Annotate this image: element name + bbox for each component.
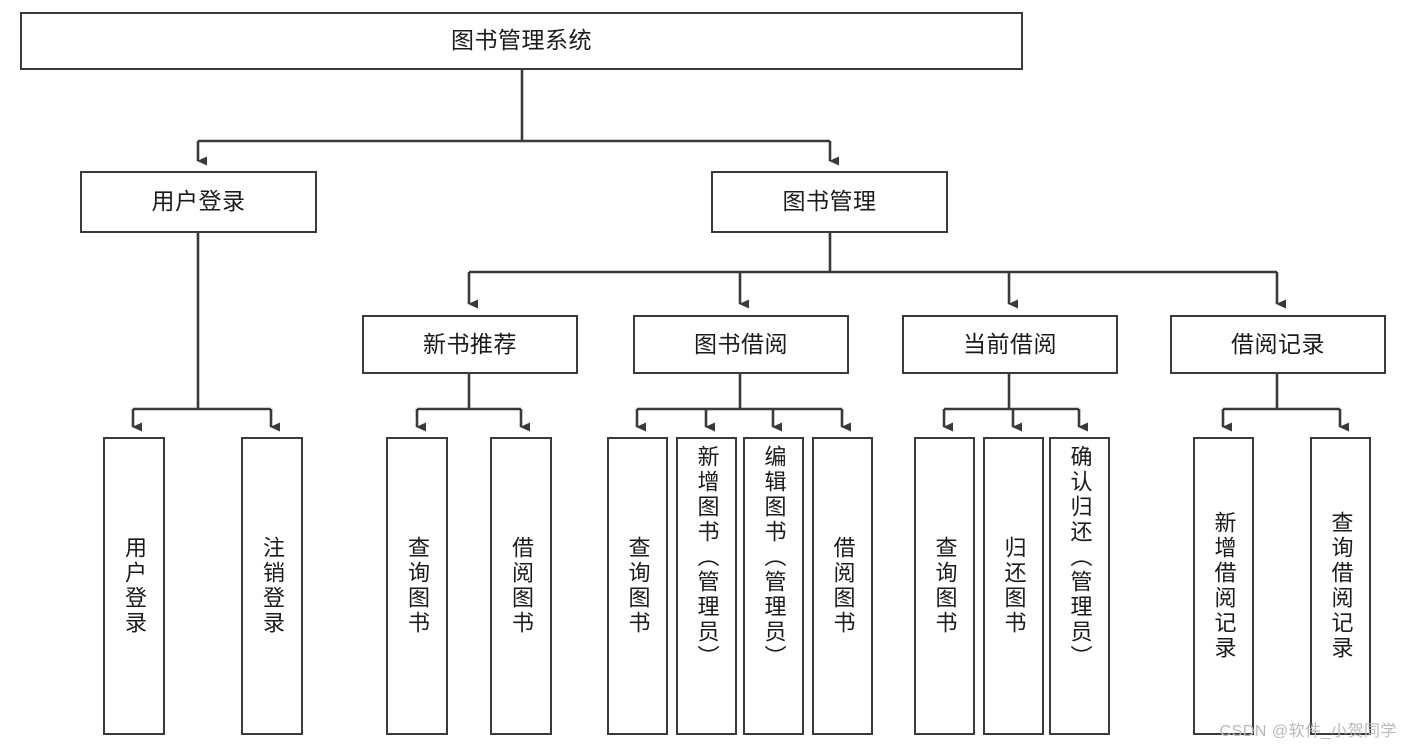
leaf-return-book-label: 归还图书 bbox=[1001, 536, 1027, 636]
leaf-borrow-book-1[interactable]: 借阅图书 bbox=[490, 437, 552, 735]
leaf-add-record-label: 新增借阅记录 bbox=[1211, 511, 1237, 661]
leaf-borrow-book-2-label: 借阅图书 bbox=[830, 536, 856, 636]
node-user-login-label: 用户登录 bbox=[151, 188, 246, 215]
node-current-borrow-label: 当前借阅 bbox=[963, 330, 1057, 357]
leaf-logout-login[interactable]: 注销登录 bbox=[241, 437, 303, 735]
leaf-confirm-return-label: 确认归还（管理员） bbox=[1067, 445, 1093, 670]
leaf-return-book[interactable]: 归还图书 bbox=[983, 437, 1044, 735]
leaf-query-book-2-label: 查询图书 bbox=[625, 536, 651, 636]
node-root[interactable]: 图书管理系统 bbox=[20, 12, 1023, 70]
leaf-add-book-label: 新增图书（管理员） bbox=[694, 445, 720, 670]
leaf-add-record[interactable]: 新增借阅记录 bbox=[1193, 437, 1254, 735]
node-current-borrow[interactable]: 当前借阅 bbox=[902, 315, 1118, 374]
node-book-management-label: 图书管理 bbox=[782, 188, 877, 215]
node-new-book-recommend[interactable]: 新书推荐 bbox=[362, 315, 578, 374]
leaf-borrow-book-2[interactable]: 借阅图书 bbox=[812, 437, 873, 735]
node-new-book-recommend-label: 新书推荐 bbox=[423, 330, 517, 357]
node-book-borrow-label: 图书借阅 bbox=[694, 330, 788, 357]
leaf-add-book[interactable]: 新增图书（管理员） bbox=[676, 437, 737, 735]
leaf-query-record[interactable]: 查询借阅记录 bbox=[1310, 437, 1371, 735]
node-book-management[interactable]: 图书管理 bbox=[711, 171, 948, 233]
leaf-query-book-3[interactable]: 查询图书 bbox=[914, 437, 975, 735]
leaf-query-book-3-label: 查询图书 bbox=[932, 536, 958, 636]
leaf-user-login[interactable]: 用户登录 bbox=[103, 437, 165, 735]
leaf-confirm-return[interactable]: 确认归还（管理员） bbox=[1049, 437, 1110, 735]
node-book-borrow[interactable]: 图书借阅 bbox=[633, 315, 849, 374]
leaf-logout-login-label: 注销登录 bbox=[260, 536, 285, 636]
leaf-borrow-book-1-label: 借阅图书 bbox=[509, 536, 534, 636]
node-user-login[interactable]: 用户登录 bbox=[80, 171, 317, 233]
leaf-edit-book[interactable]: 编辑图书（管理员） bbox=[743, 437, 804, 735]
leaf-query-book-1[interactable]: 查询图书 bbox=[386, 437, 448, 735]
node-borrow-record-label: 借阅记录 bbox=[1231, 330, 1325, 357]
leaf-query-book-1-label: 查询图书 bbox=[405, 536, 430, 636]
leaf-edit-book-label: 编辑图书（管理员） bbox=[761, 445, 787, 670]
leaf-query-record-label: 查询借阅记录 bbox=[1328, 511, 1354, 661]
node-borrow-record[interactable]: 借阅记录 bbox=[1170, 315, 1386, 374]
leaf-user-login-label: 用户登录 bbox=[122, 536, 147, 636]
node-root-label: 图书管理系统 bbox=[451, 27, 592, 54]
leaf-query-book-2[interactable]: 查询图书 bbox=[607, 437, 668, 735]
